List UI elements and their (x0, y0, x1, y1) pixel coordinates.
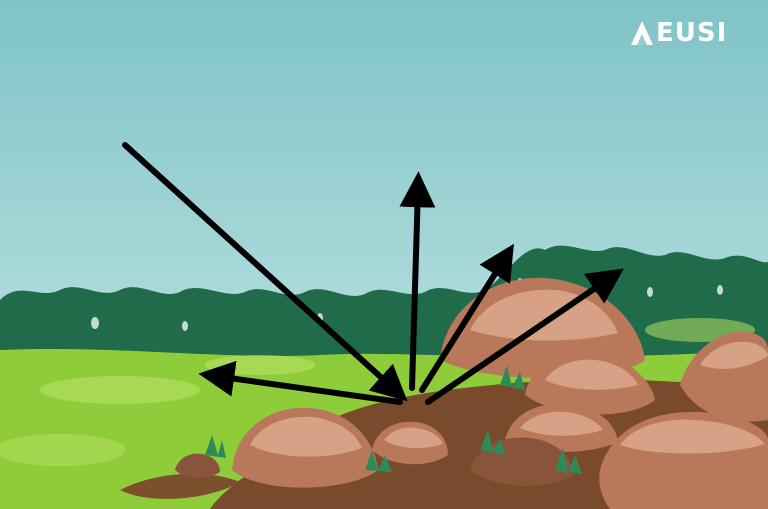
logo-mark-icon (630, 20, 654, 46)
arrow-icon (425, 268, 624, 405)
rock-cluster-left (175, 407, 448, 488)
arrow-icon (399, 171, 436, 391)
arrow-icon (419, 243, 514, 393)
logo-text: EUSI (656, 18, 728, 48)
grass-tufts (205, 365, 582, 474)
arrows (122, 142, 624, 405)
logo: EUSI (630, 16, 750, 50)
arrow-icon (122, 142, 408, 402)
arrow-icon (198, 360, 403, 405)
